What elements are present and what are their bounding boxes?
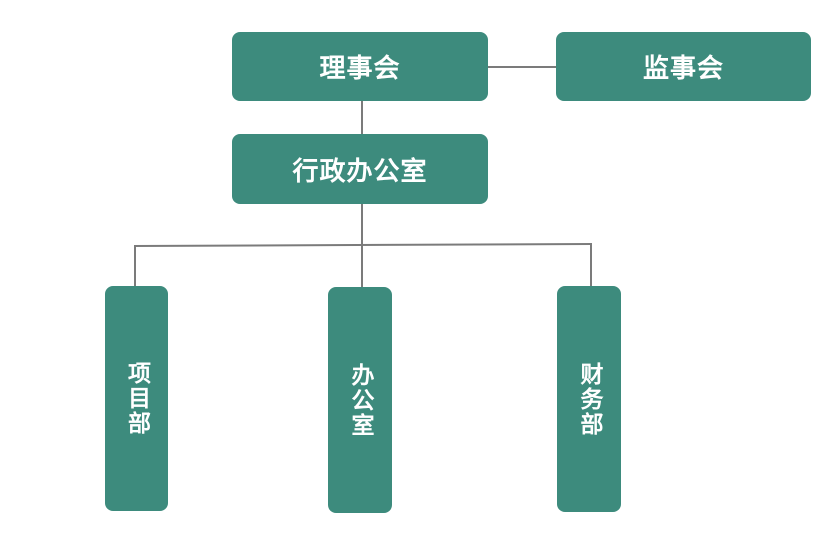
connector-board-supervisory <box>487 66 557 68</box>
board-box: 理事会 <box>232 32 488 101</box>
connector-dept-1 <box>134 245 136 287</box>
connector-dept-2 <box>361 246 363 288</box>
dept-box-finance: 财务部 <box>557 286 621 512</box>
supervisory-board-box: 监事会 <box>556 32 811 101</box>
board-label: 理事会 <box>319 54 401 84</box>
admin-office-box: 行政办公室 <box>232 134 488 204</box>
dept-label-project: 项目部 <box>123 361 150 436</box>
connector-dept-3 <box>590 244 592 287</box>
connector-board-admin <box>361 100 363 135</box>
dept-label-office: 办公室 <box>347 362 373 438</box>
supervisory-board-label: 监事会 <box>642 54 724 84</box>
dept-box-office: 办公室 <box>328 287 392 513</box>
admin-office-label: 行政办公室 <box>292 156 428 187</box>
dept-box-project: 项目部 <box>105 286 168 511</box>
dept-label-finance: 财务部 <box>576 361 602 437</box>
connector-admin-branch <box>361 203 363 246</box>
